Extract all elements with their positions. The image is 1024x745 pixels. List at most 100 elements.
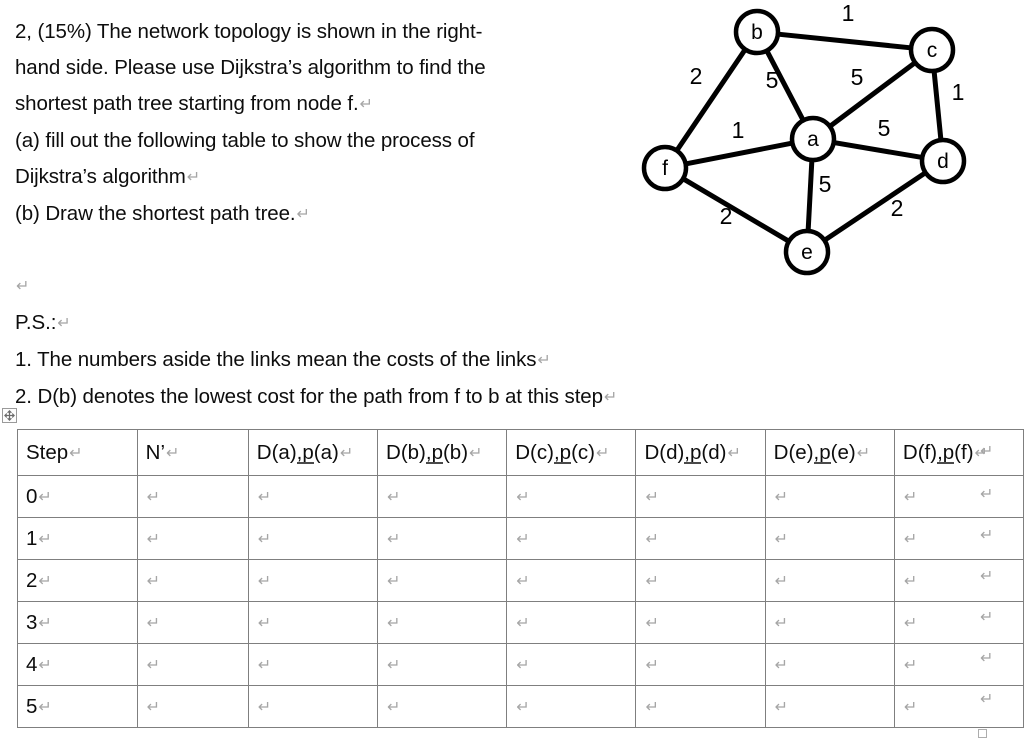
header-predecessor-part: (b) <box>442 440 469 464</box>
cell-dd[interactable]: ↵ <box>635 517 766 560</box>
node-circle <box>783 228 831 276</box>
paragraph-mark-icon: ↵ <box>146 488 161 506</box>
column-header-de[interactable]: D(e),p(e)↵ <box>764 429 895 476</box>
column-header-label: D(a),p(a) <box>257 441 339 465</box>
ps-block: ↵ P.S.:↵ 1. The numbers aside the links … <box>15 268 655 416</box>
paragraph-mark-icon: ↵ <box>38 488 52 506</box>
paragraph-mark-icon: ↵ <box>146 698 161 716</box>
cell-step[interactable]: 3↵ <box>17 601 138 644</box>
spellcheck-underline: ,p <box>813 440 831 464</box>
cell-step[interactable]: 4↵ <box>17 643 138 686</box>
cell-n-prime[interactable]: ↵ <box>136 475 249 518</box>
cell-de[interactable]: ↵ <box>764 643 895 686</box>
cell-da[interactable]: ↵ <box>247 475 379 518</box>
cell-df[interactable]: ↵ <box>893 685 1024 728</box>
cell-da[interactable]: ↵ <box>247 643 379 686</box>
paragraph-mark-icon: ↵ <box>645 488 659 506</box>
cell-n-prime[interactable]: ↵ <box>136 685 249 728</box>
paragraph-mark-icon: ↵ <box>296 206 310 223</box>
cell-dc[interactable]: ↵ <box>506 685 637 728</box>
cell-dd[interactable]: ↵ <box>635 475 766 518</box>
cell-dd[interactable]: ↵ <box>635 685 766 728</box>
table-row[interactable]: 2↵↵↵↵↵↵↵↵ <box>17 559 1024 602</box>
table-resize-handle-icon[interactable] <box>978 729 987 738</box>
cell-db[interactable]: ↵ <box>377 643 508 686</box>
ps-note-text: 1. The numbers aside the links mean the … <box>15 348 537 371</box>
cell-df[interactable]: ↵ <box>893 475 1024 518</box>
table-row[interactable]: 1↵↵↵↵↵↵↵↵ <box>17 517 1024 560</box>
node-circle <box>733 8 781 56</box>
dijkstra-table-container[interactable]: Step↵ N’↵ D(a),p(a)↵ D(b),p(b)↵ D(c),p(c… <box>17 429 1024 728</box>
cell-n-prime[interactable]: ↵ <box>136 517 249 560</box>
cell-n-prime[interactable]: ↵ <box>136 559 249 602</box>
cell-de[interactable]: ↵ <box>764 685 895 728</box>
cell-dc[interactable]: ↵ <box>506 475 637 518</box>
cell-de[interactable]: ↵ <box>764 601 895 644</box>
table-row[interactable]: 4↵↵↵↵↵↵↵↵ <box>17 643 1024 686</box>
cell-db[interactable]: ↵ <box>377 475 508 518</box>
table-move-handle-icon[interactable] <box>2 408 17 423</box>
cell-de[interactable]: ↵ <box>764 559 895 602</box>
cell-db[interactable]: ↵ <box>377 559 508 602</box>
paragraph-mark-icon: ↵ <box>595 444 610 462</box>
paragraph-mark-icon: ↵ <box>980 568 994 585</box>
cell-db[interactable]: ↵ <box>377 601 508 644</box>
cell-step[interactable]: 1↵ <box>17 517 138 560</box>
cell-da[interactable]: ↵ <box>247 517 379 560</box>
edge-weight-a-e: 5 <box>819 171 832 197</box>
column-header-da[interactable]: D(a),p(a)↵ <box>247 429 379 476</box>
cell-dc[interactable]: ↵ <box>506 517 637 560</box>
paragraph-mark-icon: ↵ <box>774 530 789 548</box>
paragraph-mark-icon: ↵ <box>645 698 659 716</box>
cell-dd[interactable]: ↵ <box>635 643 766 686</box>
column-header-dd[interactable]: D(d),p(d)↵ <box>635 429 766 476</box>
graph-node-d: d <box>919 137 967 185</box>
cell-dc[interactable]: ↵ <box>506 643 637 686</box>
cell-dc[interactable]: ↵ <box>506 559 637 602</box>
cell-df[interactable]: ↵ <box>893 559 1024 602</box>
cell-da[interactable]: ↵ <box>247 601 379 644</box>
paragraph-mark-icon: ↵ <box>774 572 789 590</box>
paragraph-mark-icon: ↵ <box>727 444 741 462</box>
paragraph-mark-icon: ↵ <box>38 698 52 716</box>
cell-db[interactable]: ↵ <box>377 517 508 560</box>
cell-step[interactable]: 2↵ <box>17 559 138 602</box>
paragraph-mark-icon: ↵ <box>645 530 659 548</box>
paragraph-mark-icon: ↵ <box>38 530 52 548</box>
cell-da[interactable]: ↵ <box>247 685 379 728</box>
dijkstra-process-table[interactable]: Step↵ N’↵ D(a),p(a)↵ D(b),p(b)↵ D(c),p(c… <box>17 429 1024 728</box>
cell-dd[interactable]: ↵ <box>635 559 766 602</box>
cell-dd[interactable]: ↵ <box>635 601 766 644</box>
paragraph-mark-icon: ↵ <box>774 698 789 716</box>
cell-db[interactable]: ↵ <box>377 685 508 728</box>
column-header-n-prime[interactable]: N’↵ <box>136 429 249 476</box>
graph-node-c: c <box>908 26 956 74</box>
paragraph-mark-icon: ↵ <box>516 614 530 632</box>
column-header-dc[interactable]: D(c),p(c)↵ <box>506 429 637 476</box>
cell-da[interactable]: ↵ <box>247 559 379 602</box>
paragraph-mark-icon: ↵ <box>359 96 373 113</box>
table-row[interactable]: 5↵↵↵↵↵↵↵↵ <box>17 685 1024 728</box>
table-row[interactable]: 3↵↵↵↵↵↵↵↵ <box>17 601 1024 644</box>
paragraph-mark-icon: ↵ <box>387 572 401 590</box>
cell-step[interactable]: 5↵ <box>17 685 138 728</box>
cell-de[interactable]: ↵ <box>764 475 895 518</box>
cell-n-prime[interactable]: ↵ <box>136 601 249 644</box>
header-distance-part: D(a) <box>256 440 297 464</box>
cell-df[interactable]: ↵ <box>893 517 1024 560</box>
table-row[interactable]: 0↵↵↵↵↵↵↵↵ <box>17 475 1024 518</box>
edge-layer <box>673 31 944 245</box>
paragraph-mark-icon: ↵ <box>645 614 659 632</box>
cell-de[interactable]: ↵ <box>764 517 895 560</box>
cell-n-prime[interactable]: ↵ <box>136 643 249 686</box>
column-header-step[interactable]: Step↵ <box>17 429 138 476</box>
table-body: 0↵↵↵↵↵↵↵↵1↵↵↵↵↵↵↵↵2↵↵↵↵↵↵↵↵3↵↵↵↵↵↵↵↵4↵↵↵… <box>17 475 1024 728</box>
cell-df[interactable]: ↵ <box>893 601 1024 644</box>
cell-df[interactable]: ↵ <box>893 643 1024 686</box>
paragraph-mark-icon: ↵ <box>387 530 401 548</box>
paragraph-mark-icon: ↵ <box>16 278 30 295</box>
cell-step[interactable]: 0↵ <box>17 475 138 518</box>
paragraph-mark-icon: ↵ <box>257 656 272 674</box>
column-header-db[interactable]: D(b),p(b)↵ <box>377 429 508 476</box>
cell-dc[interactable]: ↵ <box>506 601 637 644</box>
